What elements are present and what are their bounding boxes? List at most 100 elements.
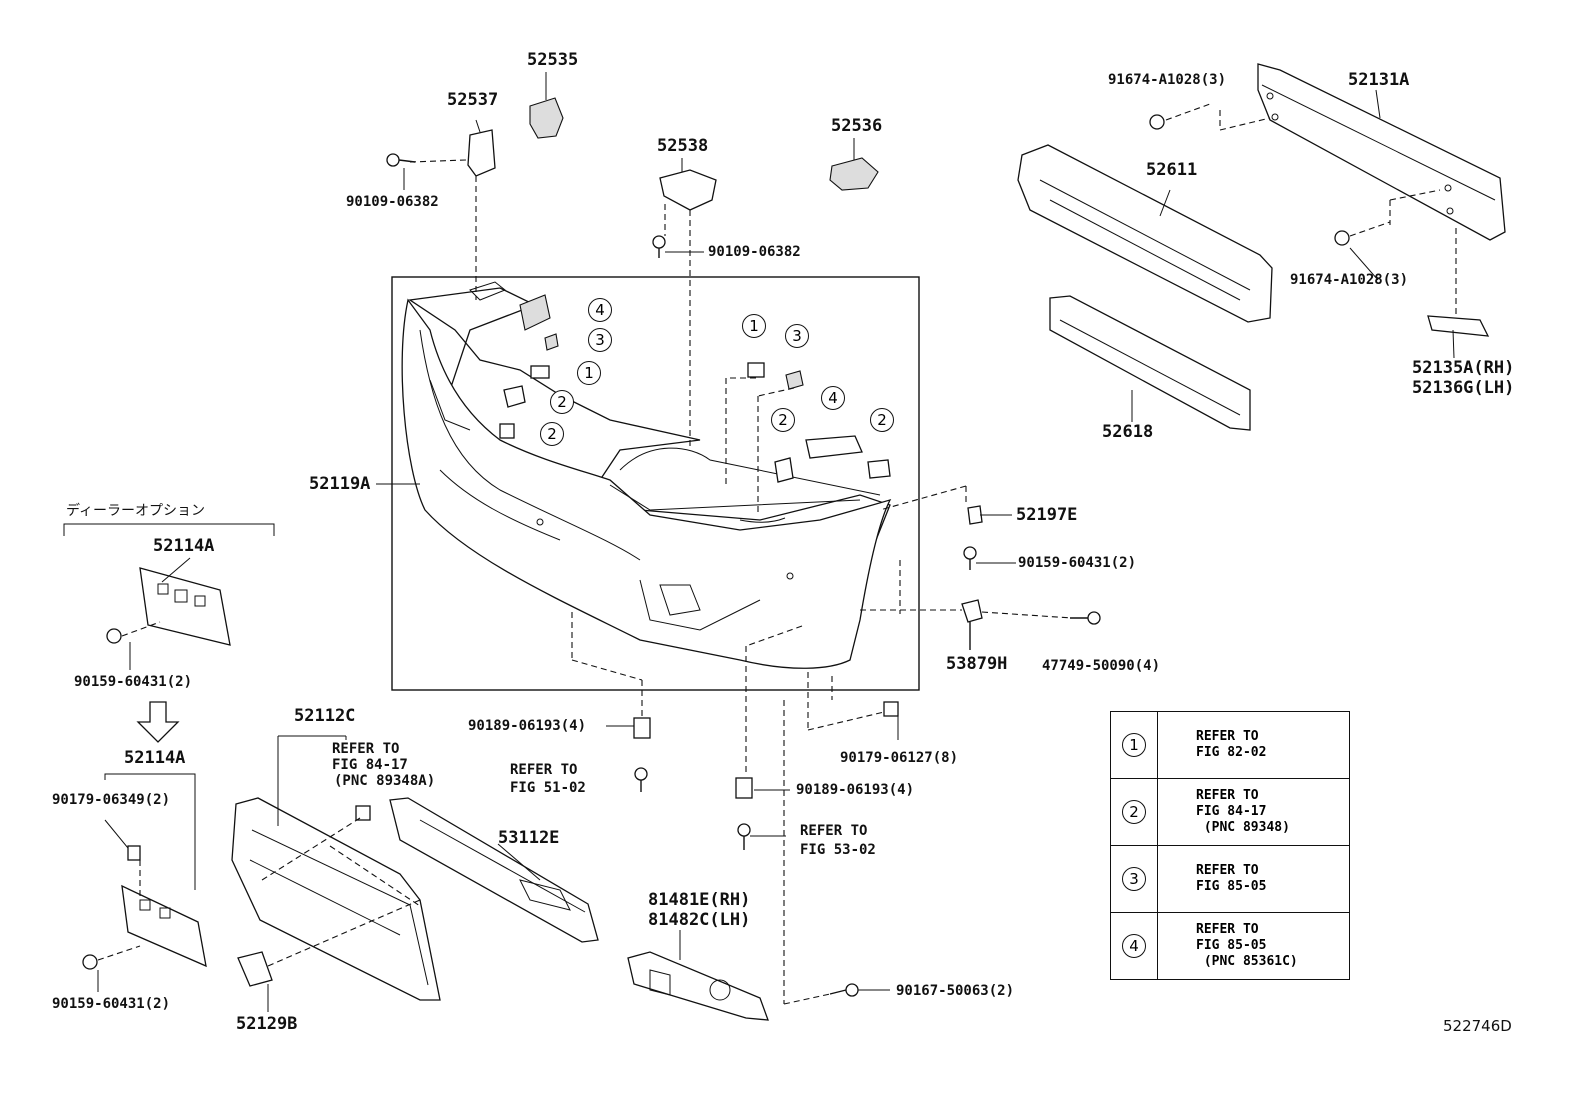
callout-90189-right: 90189-06193(4) xyxy=(796,782,915,798)
bracket-52535[interactable] xyxy=(529,97,564,139)
clip-90179-06127 xyxy=(883,701,899,717)
dealer-option-label: ディーラーオプション xyxy=(66,503,206,519)
refer-5102-line2: FIG 51-02 xyxy=(510,780,586,796)
refer-5102-line1: REFER TO xyxy=(510,762,578,778)
reinforcement-52131A[interactable] xyxy=(1257,63,1506,241)
fastener-47749 xyxy=(1070,611,1101,625)
marker-1-right: 1 xyxy=(742,314,766,338)
clip-89348A xyxy=(355,805,371,821)
ref-line2: FIG 84-17 xyxy=(1196,804,1267,819)
license-bracket-bottom[interactable] xyxy=(121,884,207,968)
callout-52114A-top: 52114A xyxy=(153,536,215,556)
grille-53112E[interactable] xyxy=(389,797,599,943)
ref-line3: (PNC 85361C) xyxy=(1203,954,1298,969)
cover-52129B[interactable] xyxy=(237,951,273,987)
callout-47749: 47749-50090(4) xyxy=(1042,658,1161,674)
ref-line1: REFER TO xyxy=(1196,788,1259,803)
callout-90167: 90167-50063(2) xyxy=(896,983,1015,999)
ref-line2: FIG 85-05 xyxy=(1196,938,1267,953)
ref-line1: REFER TO xyxy=(1196,922,1259,937)
marker-4-upper: 4 xyxy=(588,298,612,322)
refer-5302-line1: REFER TO xyxy=(800,823,868,839)
ref-line1: REFER TO xyxy=(1196,729,1259,744)
callout-91674-lower: 91674-A1028(3) xyxy=(1290,272,1409,288)
refer-5302-line2: FIG 53-02 xyxy=(800,842,876,858)
bolt-90159-plate-top xyxy=(106,621,161,644)
nut-90189-left xyxy=(633,717,651,739)
bracket-52538[interactable] xyxy=(659,169,717,211)
callout-52119A: 52119A xyxy=(309,474,371,494)
callout-52537: 52537 xyxy=(447,90,499,110)
bolt-90159-right xyxy=(963,546,977,570)
absorber-52611[interactable] xyxy=(1017,144,1273,323)
screw-90167 xyxy=(829,983,859,997)
down-arrow-icon xyxy=(136,701,180,743)
callout-53879H: 53879H xyxy=(946,654,1008,674)
ref-line3: (PNC 89348) xyxy=(1203,820,1290,835)
bumper-cover-drawing[interactable] xyxy=(401,281,892,669)
callout-52136G: 52136G(LH) xyxy=(1412,378,1515,398)
ref-key: 4 xyxy=(1122,934,1146,958)
callout-52538: 52538 xyxy=(657,136,709,156)
callout-52131A: 52131A xyxy=(1348,70,1410,90)
marker-2-upper-a: 2 xyxy=(550,390,574,414)
ref-line2: FIG 82-02 xyxy=(1196,745,1267,760)
license-bracket-top[interactable] xyxy=(139,567,231,646)
retainer-52135A[interactable] xyxy=(1427,315,1490,337)
marker-2-right-a: 2 xyxy=(771,408,795,432)
callout-52135A: 52135A(RH) xyxy=(1412,358,1515,378)
bracket-52536[interactable] xyxy=(829,157,879,191)
marker-3-upper: 3 xyxy=(588,328,612,352)
leader-lines xyxy=(97,72,1455,1012)
screw-refer-5102 xyxy=(634,767,648,792)
callout-90159-right: 90159-60431(2) xyxy=(1018,555,1137,571)
callout-53112E: 53112E xyxy=(498,828,560,848)
callout-90159-plate-top: 90159-60431(2) xyxy=(74,674,193,690)
bracket-52537[interactable] xyxy=(467,129,496,177)
callout-90189-left: 90189-06193(4) xyxy=(468,718,587,734)
callout-81481E: 81481E(RH) xyxy=(648,890,751,910)
clip-52197E xyxy=(967,505,983,525)
bracket-53879H[interactable] xyxy=(961,599,983,650)
screw-refer-5302 xyxy=(737,823,751,850)
marker-4-right: 4 xyxy=(821,386,845,410)
refer-8417-line2: FIG 84-17 xyxy=(332,757,408,773)
callout-91674-upper: 91674-A1028(3) xyxy=(1108,72,1227,88)
dashed-assembly-lines xyxy=(139,110,1457,1005)
callout-90159-plate-bottom: 90159-60431(2) xyxy=(52,996,171,1012)
fog-cover-81481E[interactable] xyxy=(627,951,769,1021)
ref-key: 3 xyxy=(1122,867,1146,891)
callout-52611: 52611 xyxy=(1146,160,1198,180)
bolt-91674-lower xyxy=(1334,230,1350,246)
absorber-52618[interactable] xyxy=(1049,295,1251,431)
diagram-id: 522746D xyxy=(1443,1017,1512,1035)
ref-key: 1 xyxy=(1122,733,1146,757)
bolt-90109-right xyxy=(652,235,666,258)
callout-52536: 52536 xyxy=(831,116,883,136)
callout-52197E: 52197E xyxy=(1016,505,1078,525)
ref-line2: FIG 85-05 xyxy=(1196,879,1267,894)
bolt-90109-left xyxy=(386,153,416,167)
callout-90179-06349: 90179-06349(2) xyxy=(52,792,171,808)
marker-1-upper: 1 xyxy=(577,361,601,385)
bolt-90159-plate-bottom xyxy=(82,945,141,970)
callout-52114A-bottom: 52114A xyxy=(124,748,186,768)
callout-90109-right: 90109-06382 xyxy=(708,244,801,260)
callout-90179-06127: 90179-06127(8) xyxy=(840,750,959,766)
callout-52535: 52535 xyxy=(527,50,579,70)
refer-8417-line1: REFER TO xyxy=(332,741,400,757)
grille-frame-52112C[interactable] xyxy=(231,797,441,1001)
callout-90109-left: 90109-06382 xyxy=(346,194,439,210)
marker-2-upper-b: 2 xyxy=(540,422,564,446)
refer-8417-line3: (PNC 89348A) xyxy=(334,773,436,789)
bumper-clips xyxy=(499,294,891,483)
marker-3-right: 3 xyxy=(785,324,809,348)
clip-90179-06349 xyxy=(127,845,141,861)
callout-52112C: 52112C xyxy=(294,706,356,726)
